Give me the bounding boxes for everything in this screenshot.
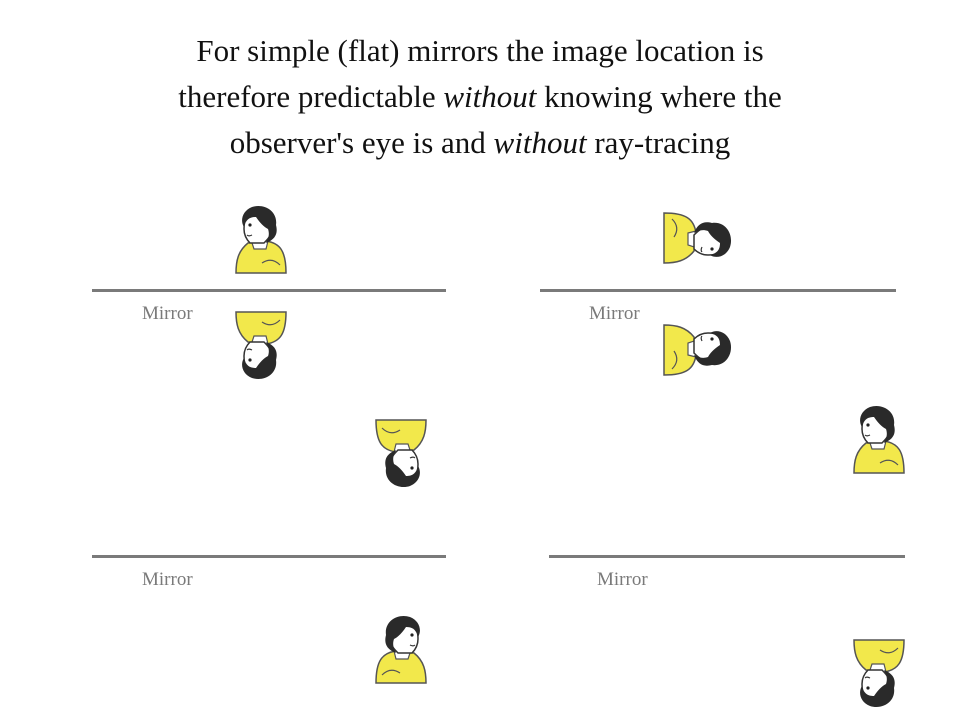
title-line-3: observer's eye is and without ray-tracin…	[60, 120, 900, 166]
title-line-3-b: ray-tracing	[586, 125, 731, 160]
title-line-3-emphasis: without	[493, 125, 587, 160]
mirror-top-right	[540, 289, 896, 292]
mirror-label-bottom-left: Mirror	[142, 569, 193, 590]
page-title: For simple (flat) mirrors the image loca…	[60, 28, 900, 166]
mirror-bottom-right	[549, 555, 905, 558]
person-image-icon	[662, 313, 732, 383]
person-image-icon	[842, 638, 912, 708]
person-image-icon	[224, 310, 294, 380]
person-icon	[842, 405, 912, 475]
title-line-3-a: observer's eye is and	[229, 125, 494, 160]
mirror-label-top-left: Mirror	[142, 303, 193, 324]
title-line-2: therefore predictable without knowing wh…	[60, 74, 900, 120]
mirror-bottom-left	[92, 555, 446, 558]
person-icon	[368, 418, 438, 488]
title-line-2-b: knowing where the	[536, 79, 782, 114]
person-image-icon	[368, 615, 438, 685]
person-icon	[662, 205, 732, 275]
title-line-1: For simple (flat) mirrors the image loca…	[196, 33, 764, 68]
person-icon	[224, 205, 294, 275]
title-line-2-a: therefore predictable	[178, 79, 444, 114]
mirror-top-left	[92, 289, 446, 292]
title-line-2-emphasis: without	[443, 79, 537, 114]
mirror-label-bottom-right: Mirror	[597, 569, 648, 590]
mirror-label-top-right: Mirror	[589, 303, 640, 324]
